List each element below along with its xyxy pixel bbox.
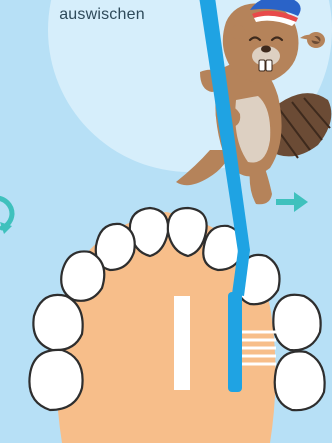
palate-marker — [174, 296, 190, 390]
circular-arrow-icon — [0, 198, 12, 234]
instruction-caption: auswischen — [0, 6, 204, 24]
right-arrow-icon — [276, 192, 308, 212]
